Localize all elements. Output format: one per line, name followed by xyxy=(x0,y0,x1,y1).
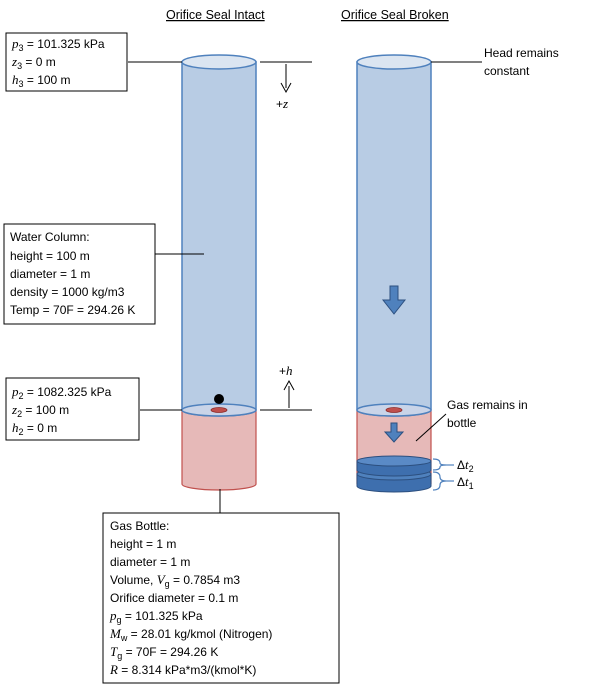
reference-point-dot xyxy=(214,394,224,404)
gas-box-title: Gas Bottle: xyxy=(110,519,169,533)
left-orifice xyxy=(210,407,228,413)
svg-text:Volume, Vg = 0.7854 m3: Volume, Vg = 0.7854 m3 xyxy=(110,572,240,589)
svg-text:h2 = 0 m: h2 = 0 m xyxy=(12,420,57,437)
left-seal-disk xyxy=(181,403,257,417)
box-water-column: Water Column: height = 100 m diameter = … xyxy=(3,223,156,325)
svg-text:Orifice diameter = 0.1 m: Orifice diameter = 0.1 m xyxy=(110,591,238,605)
head-remains-label-2: constant xyxy=(484,64,530,78)
svg-text:Temp = 70F = 294.26 K: Temp = 70F = 294.26 K xyxy=(10,303,135,317)
plus-z-arrow-icon xyxy=(280,64,292,94)
left-gas-bottle xyxy=(181,409,257,491)
plus-h-label: +h xyxy=(279,363,293,378)
svg-text:R = 8.314 kPa*m3/(kmol*K): R = 8.314 kPa*m3/(kmol*K) xyxy=(109,662,256,677)
box-mid-conditions: p2 = 1082.325 kPa z2 = 100 m h2 = 0 m xyxy=(5,377,140,441)
title-intact: Orifice Seal Intact xyxy=(166,8,265,22)
right-orifice xyxy=(385,407,403,413)
plus-z-label: +z xyxy=(276,96,288,111)
right-seal-disk xyxy=(356,403,432,417)
svg-text:Tg = 70F = 294.26 K: Tg = 70F = 294.26 K xyxy=(110,644,218,661)
svg-text:density = 1000 kg/m3: density = 1000 kg/m3 xyxy=(10,285,125,299)
dt-braces xyxy=(432,458,454,491)
title-broken: Orifice Seal Broken xyxy=(341,8,449,22)
svg-text:height = 100 m: height = 100 m xyxy=(10,249,90,263)
svg-text:z3 = 0 m: z3 = 0 m xyxy=(11,54,56,71)
plus-h-arrow-icon xyxy=(283,379,295,408)
gas-remains-label-2: bottle xyxy=(447,416,477,430)
box-gas-bottle: Gas Bottle: height = 1 m diameter = 1 m … xyxy=(102,512,340,684)
svg-text:height = 1 m: height = 1 m xyxy=(110,537,176,551)
flow-arrow-small-icon xyxy=(383,422,405,443)
head-remains-label: Head remains xyxy=(484,46,559,60)
flow-arrow-down-icon xyxy=(381,285,407,315)
svg-text:Mw = 28.01 kg/kmol (Nitrogen): Mw = 28.01 kg/kmol (Nitrogen) xyxy=(109,626,272,643)
gas-remains-label: Gas remains in xyxy=(447,398,528,412)
svg-text:p3 = 101.325 kPa: p3 = 101.325 kPa xyxy=(11,36,105,53)
dt1-label: Δt1 xyxy=(457,474,474,491)
left-water-column xyxy=(181,54,257,417)
dt2-label: Δt2 xyxy=(457,457,474,474)
svg-text:h3 = 100 m: h3 = 100 m xyxy=(12,72,71,89)
svg-text:diameter = 1 m: diameter = 1 m xyxy=(10,267,90,281)
water-slug-dt2 xyxy=(356,455,432,477)
box-top-conditions: p3 = 101.325 kPa z3 = 0 m h3 = 100 m xyxy=(5,32,128,92)
right-water-column xyxy=(356,54,432,417)
svg-text:z2 = 100 m: z2 = 100 m xyxy=(11,402,69,419)
svg-text:pg = 101.325 kPa: pg = 101.325 kPa xyxy=(109,608,203,625)
svg-text:diameter = 1 m: diameter = 1 m xyxy=(110,555,190,569)
svg-text:p2 = 1082.325 kPa: p2 = 1082.325 kPa xyxy=(11,384,112,401)
gas-remains-leader-line xyxy=(415,413,447,442)
water-box-title: Water Column: xyxy=(10,230,90,244)
